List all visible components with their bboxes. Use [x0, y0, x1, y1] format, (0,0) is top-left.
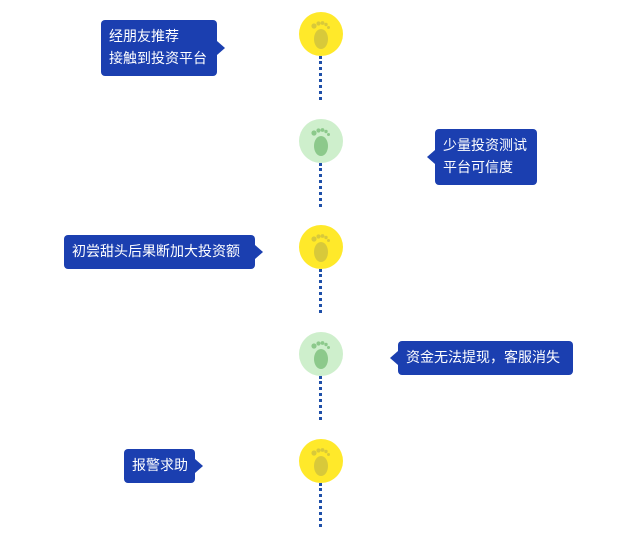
step-5-line-1: 报警求助 [132, 458, 188, 474]
footprint-icon [311, 21, 330, 49]
footprint-icon [311, 234, 330, 262]
step-4-node [299, 332, 343, 376]
step-2-line-1: 少量投资测试 [443, 138, 527, 154]
step-3-line-1: 初尝甜头后果断加大投资额 [72, 244, 240, 260]
step-1-line-2: 接触到投资平台 [109, 51, 207, 67]
step-5-node [299, 439, 343, 483]
step-2-node [299, 119, 343, 163]
footprint-icon [311, 128, 330, 156]
step-4-bubble: 资金无法提现，客服消失 [390, 341, 573, 375]
step-2-line-2: 平台可信度 [443, 160, 513, 176]
step-5-bubble: 报警求助 [124, 449, 203, 483]
step-1-bubble: 经朋友推荐 接触到投资平台 [101, 20, 225, 76]
step-4-line-1: 资金无法提现，客服消失 [406, 350, 560, 366]
footprint-icon [311, 448, 330, 476]
step-3-node [299, 225, 343, 269]
step-3-bubble: 初尝甜头后果断加大投资额 [64, 235, 263, 269]
step-3-connector [319, 269, 322, 313]
step-1-connector [319, 56, 322, 100]
footprint-icon [311, 341, 330, 369]
step-1-line-1: 经朋友推荐 [109, 29, 179, 45]
step-4-connector [319, 376, 322, 420]
step-5-connector [319, 483, 322, 527]
step-2-connector [319, 163, 322, 207]
step-1-node [299, 12, 343, 56]
step-2-bubble: 少量投资测试 平台可信度 [427, 129, 537, 185]
